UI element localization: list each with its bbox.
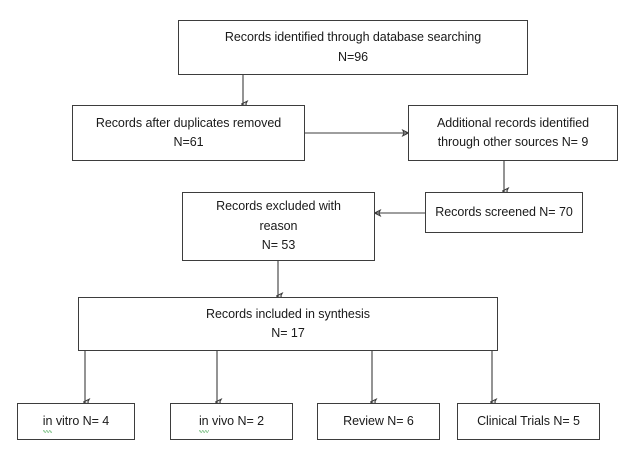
node-records-included-in-synthesis[interactable]: Records included in synthesis N= 17 [78, 297, 498, 351]
node-line: Records excluded with [216, 199, 341, 214]
misspelled-word: in [198, 412, 209, 434]
outcome-label: in vivo N= 2 [198, 412, 265, 434]
node-line: N=96 [337, 49, 369, 64]
outcome-label-rest: vitro N= 4 [52, 413, 110, 428]
misspelled-word: in [42, 412, 52, 434]
node-records-screened[interactable]: Records screened N= 70 [425, 192, 583, 233]
node-outcome-review[interactable]: Review N= 6 [317, 403, 440, 440]
outcome-label: Review N= 6 [343, 413, 414, 428]
node-records-after-duplicates-removed[interactable]: Records after duplicates removed N=61 [72, 105, 305, 161]
node-outcome-clinical-trials[interactable]: Clinical Trials N= 5 [457, 403, 600, 440]
outcome-label-rest: vivo N= 2 [208, 413, 265, 428]
node-line: Records screened N= 70 [435, 204, 573, 219]
node-line: N=61 [173, 135, 204, 149]
node-line: through other sources N= 9 [437, 135, 589, 149]
node-line: N= 17 [271, 326, 305, 340]
node-outcome-in-vitro[interactable]: in vitro N= 4 [17, 403, 135, 440]
outcome-label: Clinical Trials N= 5 [477, 413, 580, 428]
node-outcome-in-vivo[interactable]: in vivo N= 2 [170, 403, 293, 440]
node-additional-records-identified[interactable]: Additional records identified through ot… [408, 105, 618, 161]
node-line: N= 53 [261, 238, 296, 253]
node-line: Additional records identified [436, 115, 590, 130]
node-records-excluded-with-reason[interactable]: Records excluded with reason N= 53 [182, 192, 375, 261]
node-line: Records after duplicates removed [95, 115, 282, 130]
node-line: Records included in synthesis [206, 306, 370, 321]
node-records-identified[interactable]: Records identified through database sear… [178, 20, 528, 75]
node-line: Records identified through database sear… [224, 30, 482, 45]
node-line: reason [259, 218, 298, 233]
outcome-label: in vitro N= 4 [42, 412, 110, 434]
